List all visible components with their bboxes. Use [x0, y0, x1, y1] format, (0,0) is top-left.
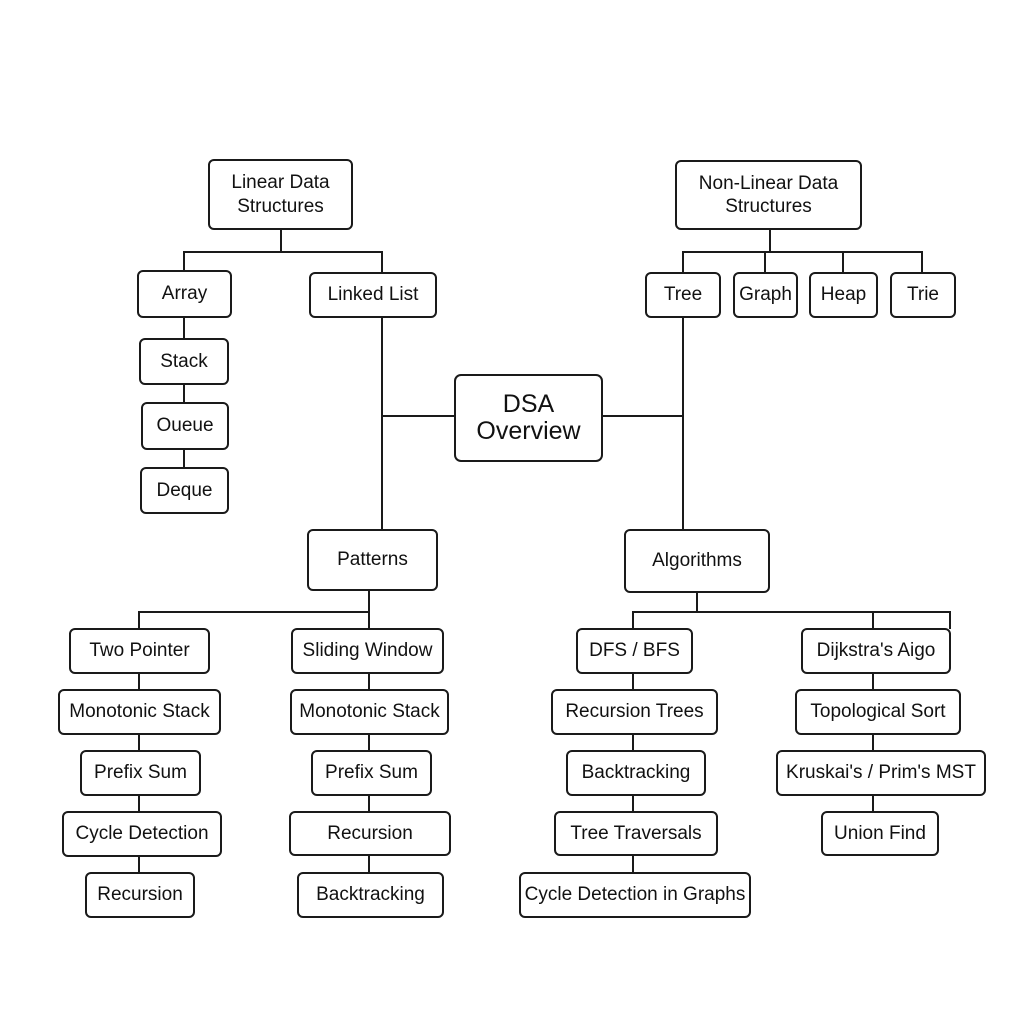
pattern-monotonic-stack-node: Monotonic Stack: [58, 689, 221, 735]
graph-node: Graph: [733, 272, 798, 318]
algo-backtracking-node: Backtracking: [566, 750, 706, 796]
heap-node: Heap: [809, 272, 878, 318]
pattern-recursion-2-node: Recursion: [289, 811, 451, 856]
tree-node: Tree: [645, 272, 721, 318]
pattern-backtracking-node: Backtracking: [297, 872, 444, 918]
pattern-monotonic-stack-2-node: Monotonic Stack: [290, 689, 449, 735]
pattern-sliding-window-node: Sliding Window: [291, 628, 444, 674]
patterns-node: Patterns: [307, 529, 438, 591]
algo-cycle-detection-in-graphs-node: Cycle Detection in Graphs: [519, 872, 751, 918]
array-node: Array: [137, 270, 232, 318]
deque-node: Deque: [140, 467, 229, 514]
algo-recursion-trees-node: Recursion Trees: [551, 689, 718, 735]
linear-data-structures-node: Linear Data Structures: [208, 159, 353, 230]
queue-node: Oueue: [141, 402, 229, 450]
algo-dfs-bfs-node: DFS / BFS: [576, 628, 693, 674]
linked-list-node: Linked List: [309, 272, 437, 318]
algo-union-find-node: Union Find: [821, 811, 939, 856]
pattern-prefix-sum-node: Prefix Sum: [80, 750, 201, 796]
algo-tree-traversals-node: Tree Traversals: [554, 811, 718, 856]
algo-kruskals-prims-mst-node: Kruskai's / Prim's MST: [776, 750, 986, 796]
stack-node: Stack: [139, 338, 229, 385]
pattern-cycle-detection-node: Cycle Detection: [62, 811, 222, 857]
algo-dijkstras-node: Dijkstra's Aigo: [801, 628, 951, 674]
pattern-recursion-node: Recursion: [85, 872, 195, 918]
pattern-prefix-sum-2-node: Prefix Sum: [311, 750, 432, 796]
dsa-overview-node: DSA Overview: [454, 374, 603, 462]
trie-node: Trie: [890, 272, 956, 318]
algo-topological-sort-node: Topological Sort: [795, 689, 961, 735]
non-linear-data-structures-node: Non-Linear Data Structures: [675, 160, 862, 230]
pattern-two-pointer-node: Two Pointer: [69, 628, 210, 674]
algorithms-node: Algorithms: [624, 529, 770, 593]
